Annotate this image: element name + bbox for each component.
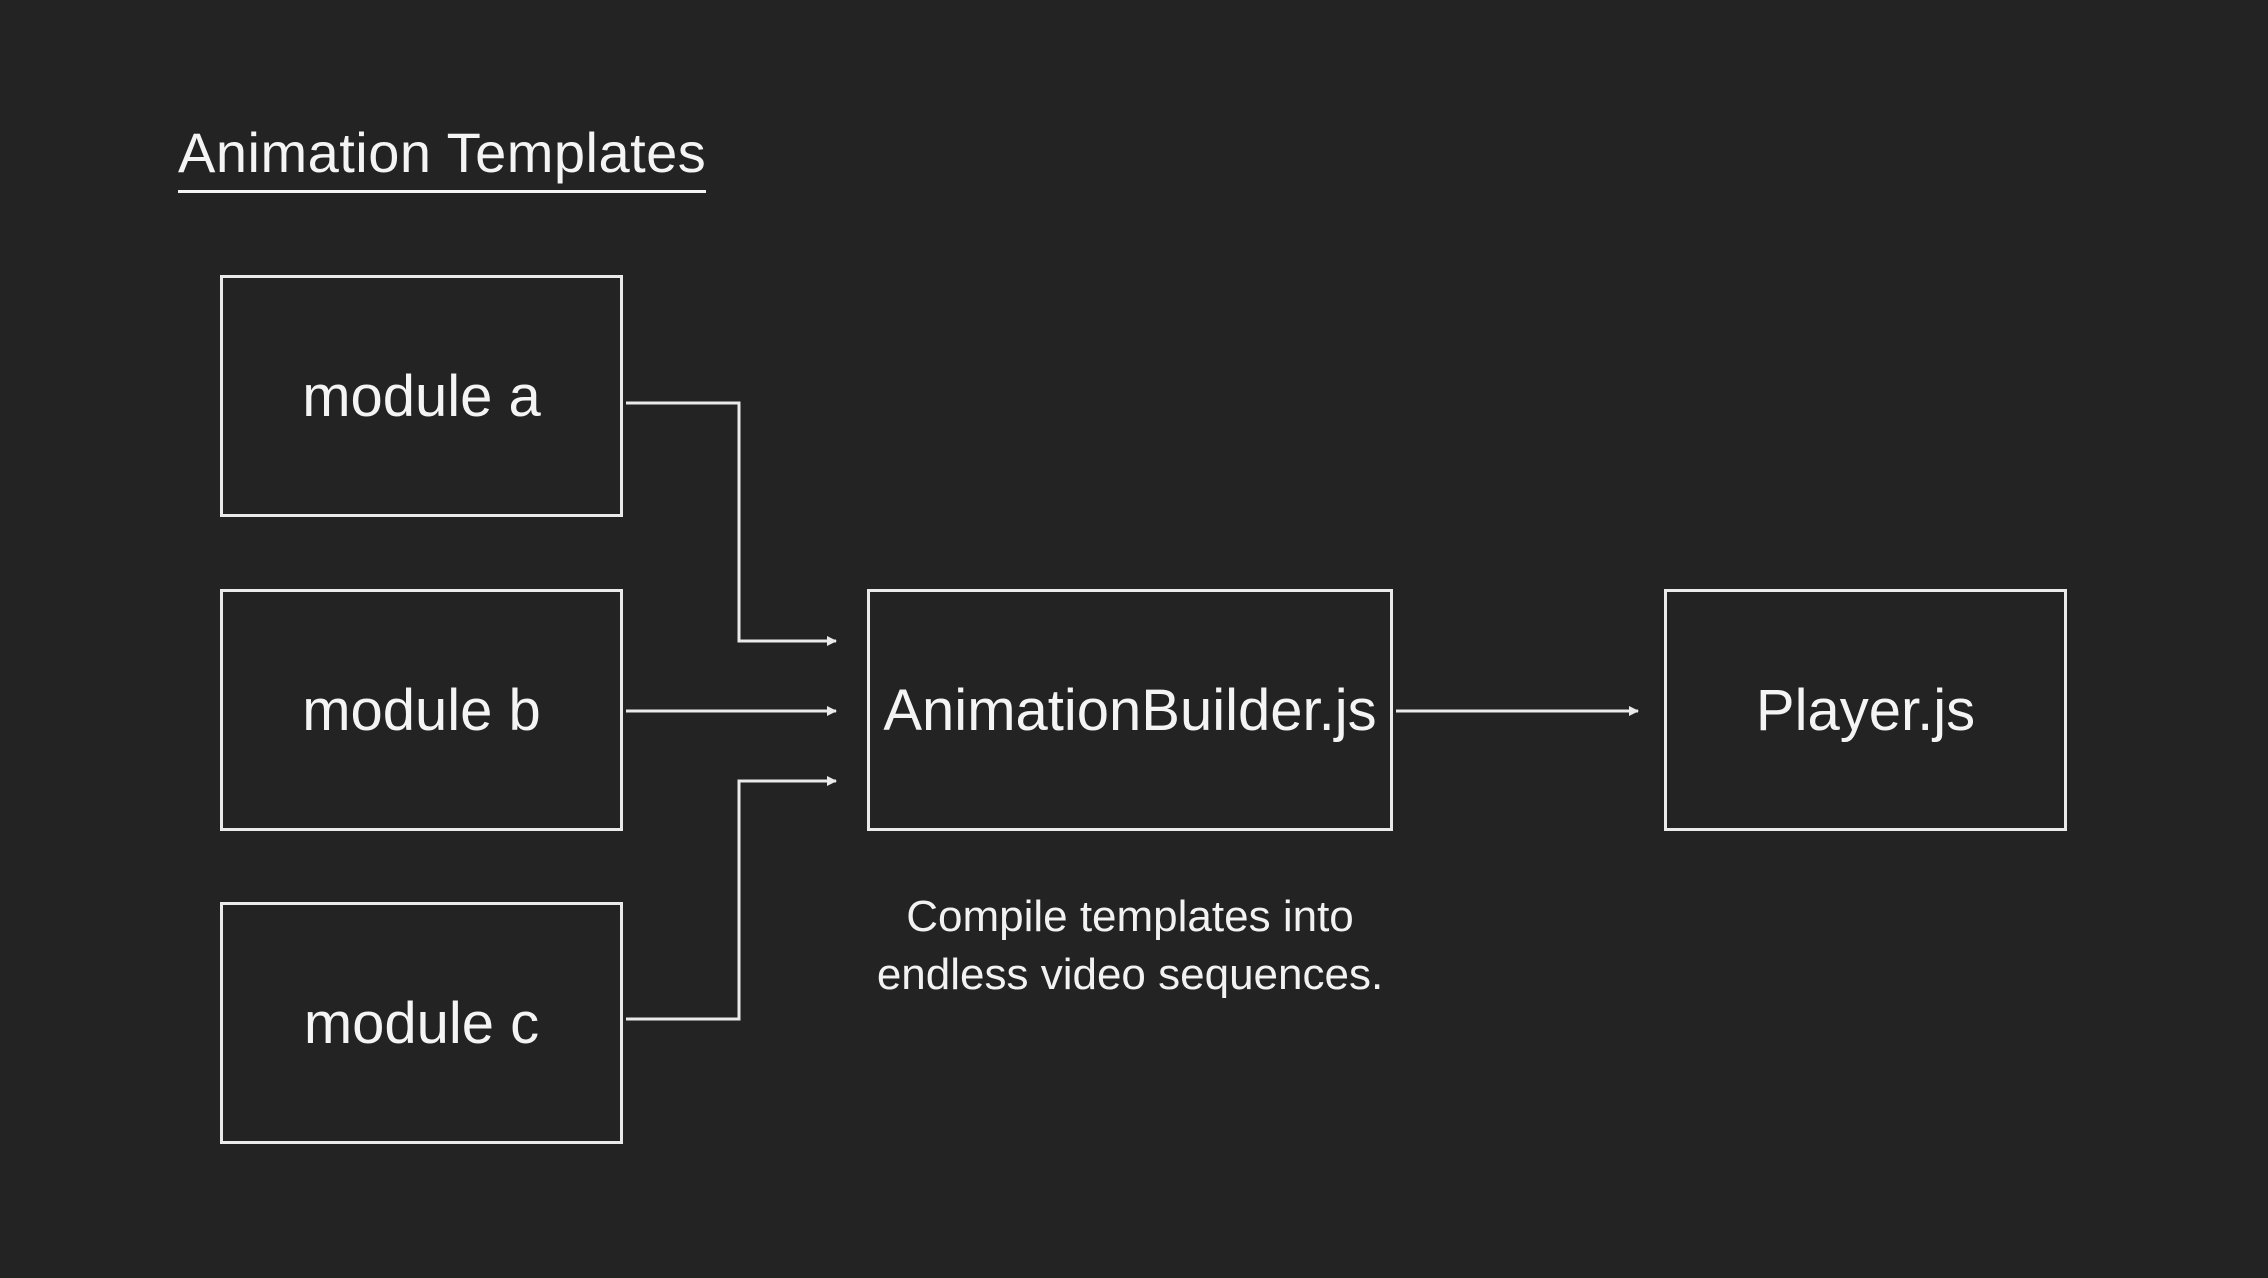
player-node: Player.js — [1664, 589, 2067, 831]
module-a-label: module a — [302, 363, 541, 429]
edge-module-c-to-builder — [626, 776, 837, 1021]
animation-builder-node: AnimationBuilder.js — [867, 589, 1393, 831]
module-a-node: module a — [220, 275, 623, 517]
builder-caption: Compile templates into endless video seq… — [830, 888, 1430, 1004]
diagram-title: Animation Templates — [178, 118, 707, 193]
caption-line-2: endless video sequences. — [876, 950, 1384, 999]
module-b-label: module b — [302, 677, 541, 743]
module-c-label: module c — [303, 990, 540, 1056]
module-b-node: module b — [220, 589, 623, 831]
player-label: Player.js — [1755, 677, 1976, 743]
module-c-node: module c — [220, 902, 623, 1144]
animation-builder-label: AnimationBuilder.js — [883, 677, 1377, 743]
edge-module-a-to-builder — [626, 401, 837, 646]
caption-line-1: Compile templates into — [906, 892, 1354, 941]
